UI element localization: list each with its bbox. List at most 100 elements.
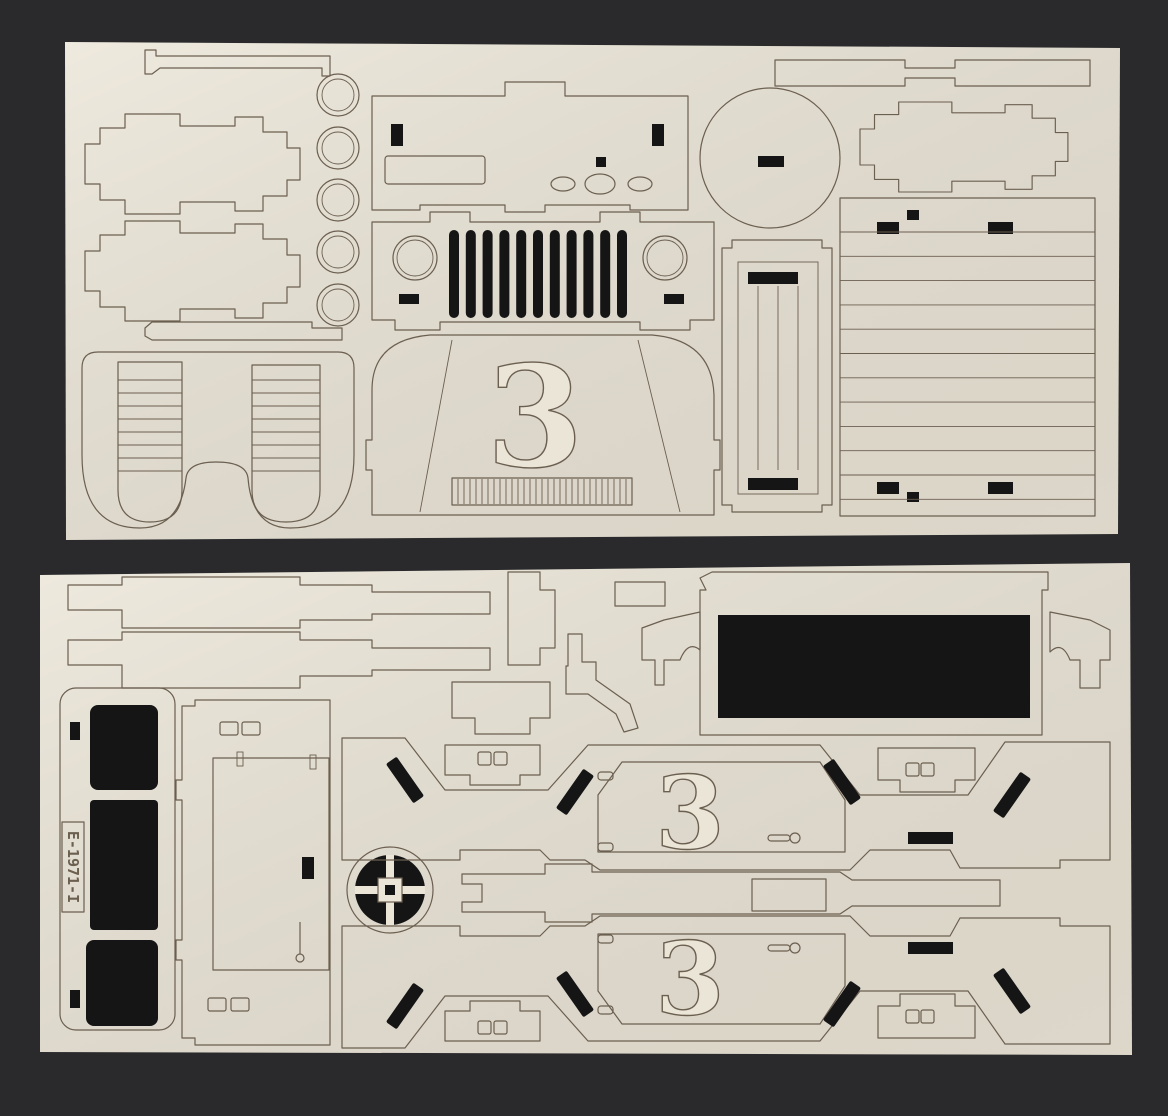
ring-inner-2 (321, 131, 355, 165)
side-window-middle (90, 800, 158, 930)
seat-back-right (251, 364, 321, 523)
bottom-plywood-sheet: E-1971-I (40, 563, 1132, 1055)
grille-slot-11 (617, 230, 627, 318)
upper-body-hinge-3 (905, 762, 920, 777)
upper-body-panel (597, 761, 846, 853)
door-hinge-top-1 (219, 721, 239, 736)
floor-slot-2 (907, 210, 919, 220)
grille-slot-4 (499, 230, 510, 318)
ring-inner-3 (321, 183, 355, 217)
bench-slot-bottom (748, 478, 798, 490)
upper-body-key-head (789, 832, 801, 844)
grille-slot-7 (549, 230, 560, 318)
upper-body-tab-right (877, 747, 976, 793)
floor-outline (839, 197, 1096, 517)
gauge-center (584, 173, 616, 195)
ring-inner-5 (321, 288, 355, 322)
seat-part (81, 351, 355, 529)
lower-body-key-head (789, 942, 801, 954)
upper-body-hinge-4 (920, 762, 935, 777)
side-slot-top (70, 722, 80, 740)
top-plywood-sheet: 3 (65, 42, 1120, 540)
gauge-right (627, 176, 653, 192)
floor-slot-4 (877, 482, 899, 494)
lower-body-tab-right (877, 993, 976, 1039)
floor-slot-1 (877, 222, 899, 234)
lower-body-hinge-2 (493, 1020, 508, 1035)
door-panel-outline (175, 699, 331, 1046)
seat-back-left (117, 361, 183, 523)
hood-crease-left (419, 339, 453, 513)
lower-body-hinge-3 (905, 1009, 920, 1024)
side-slot-bottom (70, 990, 80, 1008)
lower-body-slot-5 (908, 942, 953, 954)
lower-body-tab-top (597, 1005, 614, 1015)
lower-body-panel (597, 933, 846, 1025)
wheel-hub-hole (385, 885, 395, 895)
grille-slot-6 (533, 230, 543, 318)
hood-number: 3 (486, 336, 583, 500)
headlight-right-inner (646, 239, 684, 277)
ring-outer-3 (316, 178, 360, 222)
upper-body-tab-bottom (597, 842, 614, 852)
upper-body-slot-3 (823, 759, 861, 805)
frame-strip-bottom (144, 321, 343, 341)
lower-body-slot-1 (386, 983, 424, 1029)
grille-slot-right (664, 294, 684, 304)
bracket-part-vertical (507, 571, 556, 666)
ring-inner-4 (321, 235, 355, 269)
lower-body-tab-left (444, 1000, 541, 1042)
ring-outer-1 (316, 73, 360, 117)
side-window-panel-part: E-1971-I (59, 687, 176, 1031)
upper-body-slot-5 (908, 832, 953, 844)
dashboard-slot-left (391, 124, 403, 146)
disc-outline (699, 87, 841, 229)
lower-body-tab-bottom (597, 934, 614, 944)
spare-wheel-disc-part (699, 87, 841, 229)
upper-body-tab-left (444, 744, 541, 786)
lower-body-number: 3 (655, 920, 725, 1038)
lower-body-outline (341, 915, 1111, 1049)
part-code-label: E-1971-I (64, 831, 82, 903)
floor-slot-6 (988, 482, 1013, 494)
door-outline (212, 757, 330, 971)
rear-bench-part (721, 239, 833, 513)
bench-outline (721, 239, 833, 513)
door-handle-knob (295, 953, 305, 963)
upper-body-side-part (341, 737, 1111, 871)
dashboard-glovebox (384, 155, 486, 185)
side-panel-outline (59, 687, 176, 1031)
windshield-frame-part (641, 571, 1111, 736)
grille-slot-9 (583, 230, 594, 318)
z-bracket-part (565, 633, 639, 733)
upper-body-hinge-1 (477, 751, 492, 766)
hood-outline (365, 334, 721, 516)
windshield-bracket-right (1049, 611, 1111, 689)
roof-strip-part (774, 59, 1091, 87)
grille-slot-8 (566, 230, 577, 318)
hood-crease-right (637, 339, 681, 513)
upper-body-outline (341, 737, 1111, 871)
headlight-left-inner (396, 239, 434, 277)
hood-vent (451, 477, 633, 506)
gauge-left (550, 176, 576, 192)
grille-slot-2 (465, 230, 476, 318)
seat-cushion-part-right (859, 101, 1069, 193)
door-hinge-bottom-1 (207, 997, 227, 1012)
grille-slot-left (399, 294, 419, 304)
floor-slot-5 (907, 492, 919, 502)
upper-body-tab-top (597, 771, 614, 781)
hood-part: 3 (365, 334, 721, 516)
lower-body-slot-4 (993, 968, 1031, 1014)
disc-slot (758, 156, 784, 167)
frame-strip-top (144, 49, 331, 77)
tab-block-part (451, 681, 551, 735)
part-code-box (61, 821, 85, 913)
side-window-bottom (86, 940, 158, 1026)
door-slot (302, 857, 314, 879)
headlight-right-outer (642, 235, 688, 281)
lower-body-side-part (341, 915, 1111, 1049)
floor-slot-3 (988, 222, 1013, 234)
bench-inner (737, 261, 819, 495)
